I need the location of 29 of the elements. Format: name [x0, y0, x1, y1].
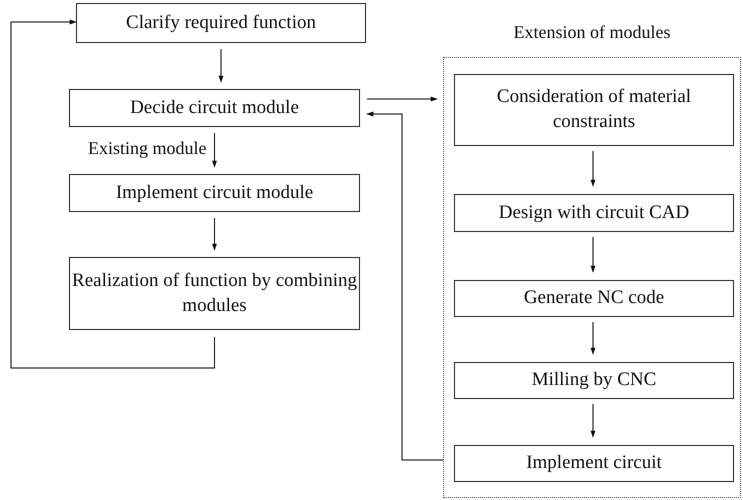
arrow: [366, 96, 438, 102]
arrow: [212, 218, 217, 251]
process-box: [76, 3, 366, 43]
process-box: [454, 280, 734, 317]
arrow: [590, 236, 596, 273]
process-box: [454, 362, 734, 399]
arrow: [590, 150, 596, 187]
box-text: Realization of function by combining modules: [71, 268, 358, 318]
arrow: [10, 20, 215, 368]
process-box: [69, 174, 360, 212]
box-text: Implement circuit: [526, 451, 662, 476]
box-text: Implement circuit module: [116, 180, 314, 205]
arrow: [590, 404, 596, 438]
process-box: [454, 74, 734, 146]
box-text: Generate NC code: [524, 286, 664, 310]
arrow: [590, 322, 596, 355]
process-box: [454, 445, 734, 482]
group-heading: Extension of modules: [512, 22, 672, 43]
arrow: [212, 132, 217, 168]
box-text: Milling by CNC: [532, 368, 656, 392]
process-box: [454, 194, 734, 232]
box-text: Clarify required function: [126, 10, 316, 35]
arrow: [218, 48, 224, 83]
box-text: Consideration of material constraints: [496, 85, 692, 134]
arrow: [366, 112, 444, 460]
process-box: [69, 257, 360, 330]
box-text: Design with circuit CAD: [498, 200, 690, 225]
box-text: Decide circuit module: [130, 96, 299, 120]
process-box: [69, 89, 360, 127]
